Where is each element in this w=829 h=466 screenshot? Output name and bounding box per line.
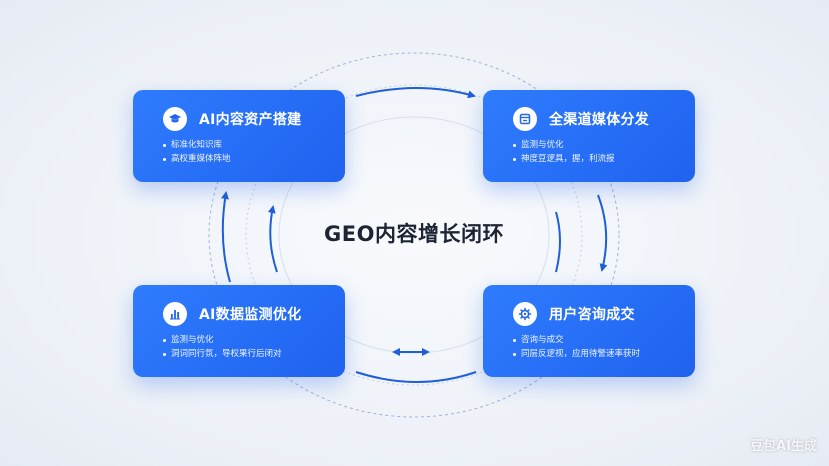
center-title: GEO内容增长闭环 bbox=[324, 222, 504, 246]
card-header: AI数据监测优化 bbox=[163, 299, 329, 329]
card-ai-data-monitoring: AI数据监测优化 监测与优化 洞词同行氛，导权果行后闭对 bbox=[133, 285, 345, 377]
card-header: 用户咨询成交 bbox=[513, 299, 679, 329]
list-item: 监测与优化 bbox=[513, 138, 679, 152]
card-title: AI内容资产搭建 bbox=[199, 112, 302, 128]
list-item: 同层反逻视，应用待警速率获时 bbox=[513, 347, 679, 361]
card-user-consultation: 用户咨询成交 咨询与成交 同层反逻视，应用待警速率获时 bbox=[483, 285, 695, 377]
graduation-cap-icon bbox=[163, 107, 187, 131]
database-icon bbox=[513, 107, 537, 131]
arrow-right-inner bbox=[555, 211, 561, 273]
outer-dashed-ring bbox=[208, 52, 620, 418]
card-list: 监测与优化 神度豆逻具，握，利流报 bbox=[513, 138, 679, 166]
watermark: 豆包AI生成 bbox=[750, 439, 817, 454]
arrow-bottom bbox=[355, 371, 477, 383]
arrow-right-outer bbox=[597, 194, 608, 272]
card-ai-content-assets: AI内容资产搭建 标准化知识库 高权重媒体阵地 bbox=[133, 90, 345, 182]
list-item: 咨询与成交 bbox=[513, 333, 679, 347]
gear-icon bbox=[513, 302, 537, 326]
arrow-left-outer bbox=[221, 191, 231, 283]
arrow-left-inner bbox=[267, 205, 278, 273]
list-item: 洞词同行氛，导权果行后闭对 bbox=[163, 347, 329, 361]
card-header: AI内容资产搭建 bbox=[163, 104, 329, 134]
card-title: 全渠道媒体分发 bbox=[549, 112, 650, 128]
card-list: 监测与优化 洞词同行氛，导权果行后闭对 bbox=[163, 333, 329, 361]
list-item: 标准化知识库 bbox=[163, 138, 329, 152]
inner-dashed-ring bbox=[245, 84, 583, 386]
card-header: 全渠道媒体分发 bbox=[513, 104, 679, 134]
card-title: AI数据监测优化 bbox=[199, 307, 302, 323]
list-item: 高权重媒体阵地 bbox=[163, 152, 329, 166]
card-title: 用户咨询成交 bbox=[549, 307, 635, 323]
list-item: 神度豆逻具，握，利流报 bbox=[513, 152, 679, 166]
bar-chart-icon bbox=[163, 302, 187, 326]
card-list: 标准化知识库 高权重媒体阵地 bbox=[163, 138, 329, 166]
list-item: 监测与优化 bbox=[163, 333, 329, 347]
card-omnichannel-distribution: 全渠道媒体分发 监测与优化 神度豆逻具，握，利流报 bbox=[483, 90, 695, 182]
arrow-top bbox=[355, 87, 476, 99]
card-list: 咨询与成交 同层反逻视，应用待警速率获时 bbox=[513, 333, 679, 361]
